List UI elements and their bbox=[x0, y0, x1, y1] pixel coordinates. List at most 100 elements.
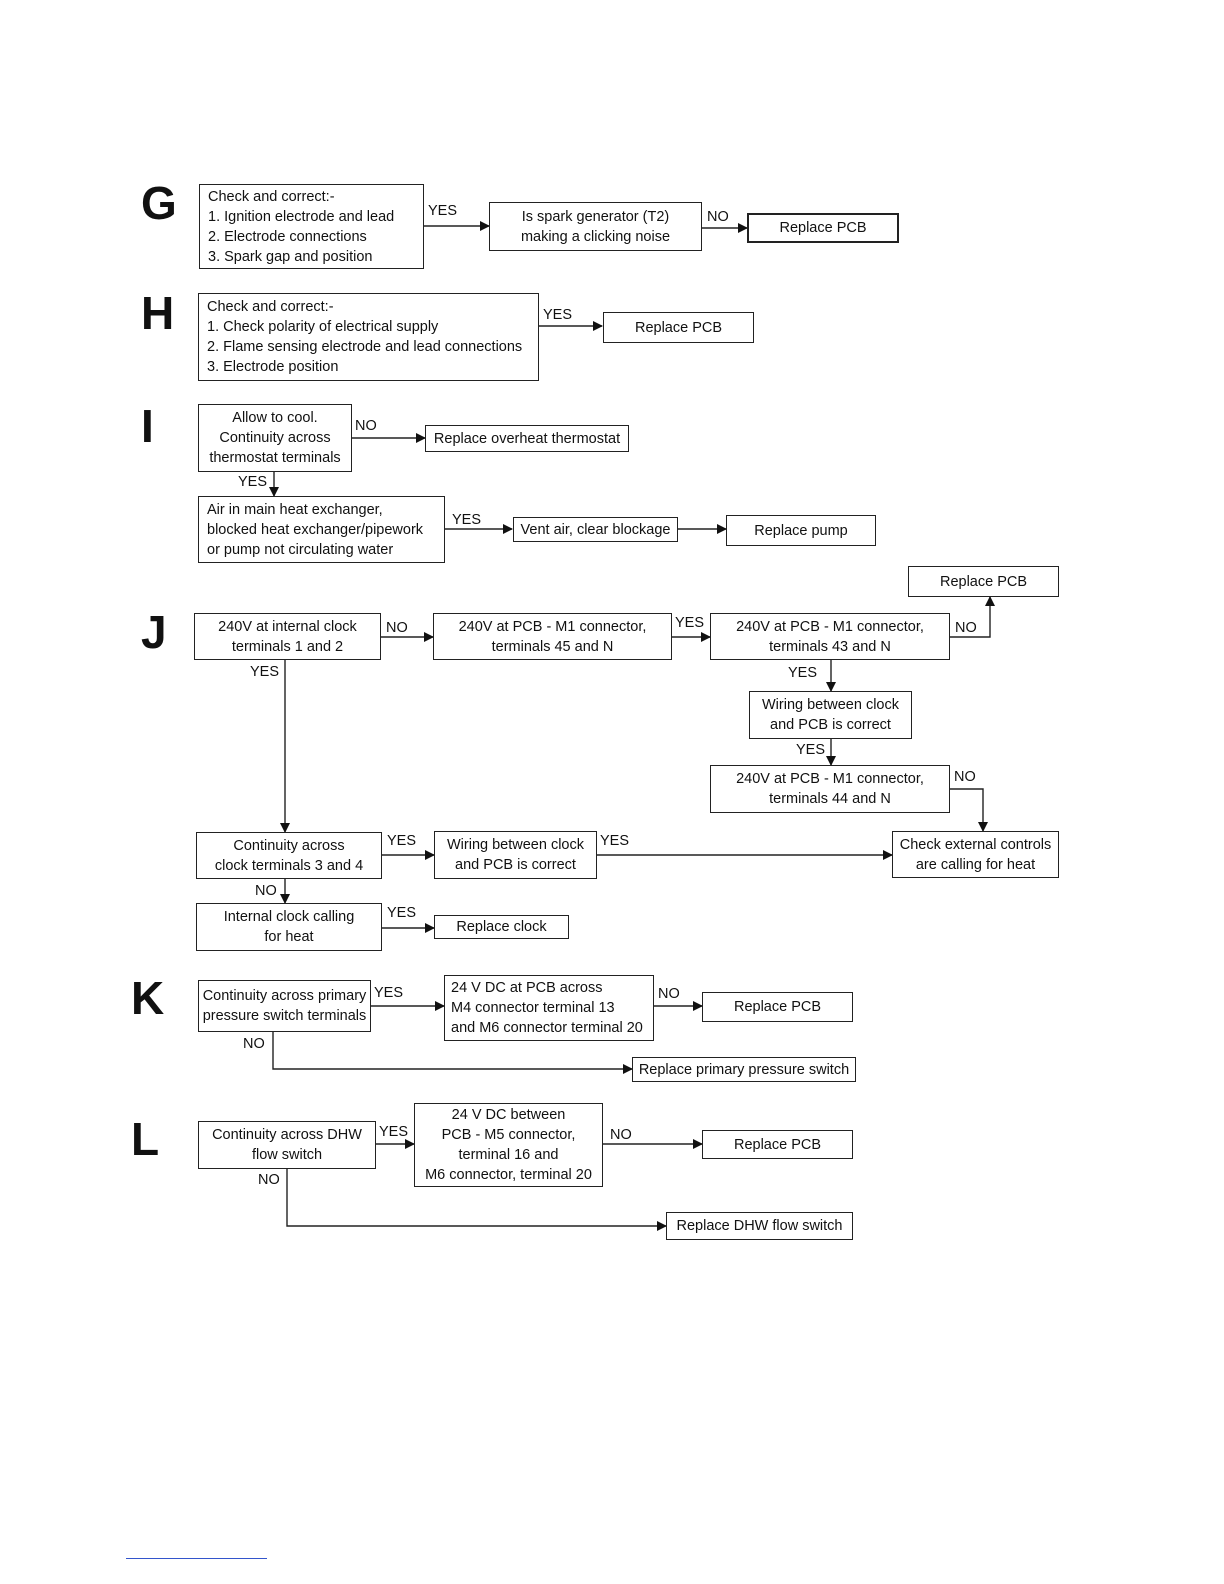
j-clock12-line: terminals 1 and 2 bbox=[231, 638, 344, 655]
arrow-j-no3 bbox=[950, 788, 988, 832]
section-letter-h: H bbox=[141, 287, 175, 339]
g-check-box: Check and correct:- 1. Ignition electrod… bbox=[199, 184, 424, 269]
section-letter-i: I bbox=[141, 400, 154, 452]
h-check-line: Check and correct:- bbox=[207, 299, 334, 315]
i-air-box: Air in main heat exchanger, blocked heat… bbox=[198, 496, 445, 563]
j-int-clock-box: Internal clock calling for heat bbox=[196, 903, 382, 951]
h-check-box: Check and correct:- 1. Check polarity of… bbox=[198, 293, 539, 381]
g-check-line: 1. Ignition electrode and lead bbox=[208, 208, 395, 225]
j-m1-43-box: 240V at PCB - M1 connector, terminals 43… bbox=[710, 613, 950, 660]
j-wiring-mid-line: Wiring between clock bbox=[447, 837, 584, 853]
i-air-line: blocked heat exchanger/pipework bbox=[207, 521, 424, 538]
section-letter-j: J bbox=[141, 606, 167, 658]
l-yes-label: YES bbox=[379, 1124, 409, 1140]
k-yes-label: YES bbox=[374, 985, 404, 1001]
i-replace-overheat-text: Replace overheat thermostat bbox=[433, 430, 621, 447]
h-check-line: 1. Check polarity of electrical supply bbox=[207, 319, 439, 335]
i-air-line: Air in main heat exchanger, bbox=[207, 501, 383, 518]
g-replace-pcb-text: Replace PCB bbox=[779, 220, 867, 236]
j-m1-45-line: 240V at PCB - M1 connector, bbox=[458, 618, 647, 635]
g-replace-pcb-box: Replace PCB bbox=[747, 213, 899, 243]
j-yes-down2-label: YES bbox=[796, 742, 826, 758]
g-check-line: 2. Electrode connections bbox=[208, 228, 367, 245]
h-replace-pcb-box: Replace PCB bbox=[603, 312, 754, 343]
j-replace-clock-text: Replace clock bbox=[456, 919, 547, 935]
i-no-label: NO bbox=[355, 418, 377, 434]
j-clock12-box: 240V at internal clock terminals 1 and 2 bbox=[194, 613, 381, 660]
j-m1-44-line: terminals 44 and N bbox=[769, 791, 891, 807]
k-no2-label: NO bbox=[243, 1036, 265, 1052]
i-cool-line: Allow to cool. bbox=[232, 410, 318, 426]
arrow-k-no2 bbox=[272, 1032, 633, 1074]
j-no2-label: NO bbox=[955, 620, 977, 636]
i-cool-line: thermostat terminals bbox=[209, 450, 341, 466]
j-replace-pcb-text: Replace PCB bbox=[939, 573, 1028, 590]
l-dc-line: M6 connector, terminal 20 bbox=[425, 1167, 592, 1183]
l-replace-flow-box: Replace DHW flow switch bbox=[666, 1212, 853, 1240]
l-replace-flow-text: Replace DHW flow switch bbox=[676, 1218, 843, 1234]
j-wiring-right-line: Wiring between clock bbox=[762, 697, 899, 713]
k-cont-box: Continuity across primary pressure switc… bbox=[198, 980, 371, 1032]
j-wiring-mid-box: Wiring between clock and PCB is correct bbox=[434, 831, 597, 879]
j-yes-down3-label: YES bbox=[250, 664, 280, 680]
l-no1-label: NO bbox=[610, 1127, 632, 1143]
section-letter-l: L bbox=[131, 1113, 160, 1165]
j-m1-44-line: 240V at PCB - M1 connector, bbox=[736, 771, 924, 787]
l-replace-pcb-text: Replace PCB bbox=[733, 1136, 822, 1153]
g-spark-box: Is spark generator (T2) making a clickin… bbox=[489, 202, 702, 251]
k-cont-line: pressure switch terminals bbox=[202, 1008, 367, 1024]
l-cont-line: Continuity across DHW bbox=[212, 1127, 362, 1143]
j-replace-pcb-box: Replace PCB bbox=[908, 566, 1059, 597]
i-yes-down-label: YES bbox=[238, 474, 268, 490]
k-dc-box: 24 V DC at PCB across M4 connector termi… bbox=[444, 975, 654, 1041]
arrow-l-no2 bbox=[286, 1169, 667, 1231]
j-yes-wiring-label: YES bbox=[600, 833, 630, 849]
k-replace-pcb-box: Replace PCB bbox=[702, 992, 853, 1022]
i-replace-pump-box: Replace pump bbox=[726, 515, 876, 546]
j-int-clock-line: Internal clock calling bbox=[223, 909, 355, 925]
j-m1-44-box: 240V at PCB - M1 connector, terminals 44… bbox=[710, 765, 950, 813]
j-no3-label: NO bbox=[954, 769, 976, 785]
k-replace-switch-text: Replace primary pressure switch bbox=[638, 1061, 850, 1078]
k-dc-line: and M6 connector terminal 20 bbox=[451, 1020, 643, 1036]
i-replace-pump-text: Replace pump bbox=[754, 522, 848, 539]
k-replace-pcb-text: Replace PCB bbox=[733, 999, 822, 1015]
j-m1-43-line: terminals 43 and N bbox=[769, 638, 891, 655]
j-yes-down1-label: YES bbox=[788, 665, 818, 681]
i-cool-box: Allow to cool. Continuity across thermos… bbox=[198, 404, 352, 472]
arrow-j-no2 bbox=[950, 596, 995, 638]
j-cont34-line: clock terminals 3 and 4 bbox=[214, 857, 364, 874]
k-replace-switch-box: Replace primary pressure switch bbox=[632, 1057, 856, 1082]
j-cont34-box: Continuity across clock terminals 3 and … bbox=[196, 832, 382, 879]
k-dc-line: M4 connector terminal 13 bbox=[451, 1000, 615, 1016]
j-replace-clock-box: Replace clock bbox=[434, 915, 569, 939]
j-m1-43-line: 240V at PCB - M1 connector, bbox=[736, 618, 924, 635]
j-clock12-line: 240V at internal clock bbox=[218, 618, 357, 635]
g-spark-line: Is spark generator (T2) bbox=[521, 208, 670, 225]
l-cont-box: Continuity across DHW flow switch bbox=[198, 1121, 376, 1169]
j-yes1-label: YES bbox=[675, 615, 705, 631]
l-dc-line: 24 V DC between bbox=[451, 1107, 566, 1123]
k-cont-line: Continuity across primary bbox=[202, 988, 367, 1004]
j-no-cont-label: NO bbox=[255, 883, 277, 899]
j-int-clock-line: for heat bbox=[264, 929, 314, 945]
j-external-line: Check external controls bbox=[899, 836, 1052, 853]
j-m1-45-line: terminals 45 and N bbox=[491, 638, 614, 655]
section-letter-g: G bbox=[141, 177, 177, 229]
j-m1-45-box: 240V at PCB - M1 connector, terminals 45… bbox=[433, 613, 672, 660]
j-yes-int-label: YES bbox=[387, 905, 417, 921]
g-spark-line: making a clicking noise bbox=[520, 228, 671, 245]
i-vent-box: Vent air, clear blockage bbox=[513, 517, 678, 542]
l-replace-pcb-box: Replace PCB bbox=[702, 1130, 853, 1159]
g-yes-label: YES bbox=[428, 203, 458, 219]
g-no-label: NO bbox=[707, 209, 729, 225]
l-dc-box: 24 V DC between PCB - M5 connector, term… bbox=[414, 1103, 603, 1187]
j-wiring-right-box: Wiring between clock and PCB is correct bbox=[749, 691, 912, 739]
h-check-line: 2. Flame sensing electrode and lead conn… bbox=[207, 339, 523, 355]
i-replace-overheat-box: Replace overheat thermostat bbox=[425, 425, 629, 452]
j-wiring-mid-line: and PCB is correct bbox=[455, 857, 576, 873]
h-replace-pcb-text: Replace PCB bbox=[634, 319, 723, 336]
l-cont-line: flow switch bbox=[251, 1147, 323, 1163]
j-no1-label: NO bbox=[386, 620, 408, 636]
